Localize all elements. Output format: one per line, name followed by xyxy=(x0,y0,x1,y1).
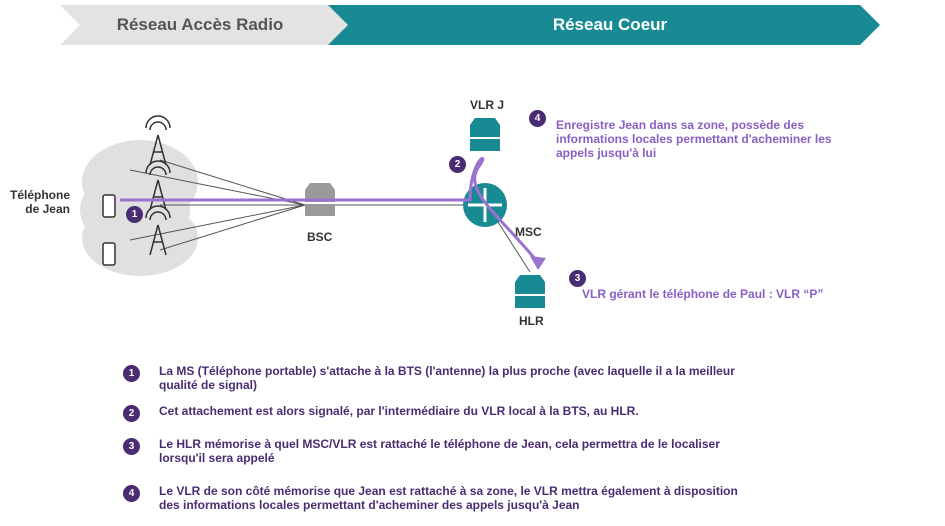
section-banner xyxy=(60,5,880,45)
bsc-label: BSC xyxy=(307,230,333,244)
hlr-server-icon xyxy=(515,275,545,308)
legend-text: Le VLR de son côté mémorise que Jean est… xyxy=(159,484,738,512)
phone-icon xyxy=(102,194,116,266)
legend-text: Le HLR mémorise à quel MSC/VLR est ratta… xyxy=(159,437,720,465)
badge-1: 1 xyxy=(126,206,143,223)
core-network-title: Réseau Coeur xyxy=(552,15,668,34)
antenna-icon xyxy=(145,115,171,256)
msc-label: MSC xyxy=(515,225,542,239)
badge-2: 2 xyxy=(449,156,466,173)
note-vlr: Enregistre Jean dans sa zone, possède de… xyxy=(556,118,832,160)
core-network-banner-shape xyxy=(328,5,880,45)
bts-bsc-links xyxy=(129,159,465,251)
legend-badge: 4 xyxy=(123,485,140,502)
vlr-server-icon xyxy=(470,118,500,151)
legend-text: Cet attachement est alors signalé, par l… xyxy=(159,404,639,418)
legend-badge: 3 xyxy=(123,438,140,455)
badge-3: 3 xyxy=(569,270,586,287)
note-hlr: VLR gérant le téléphone de Paul : VLR “P… xyxy=(582,287,824,301)
legend-badge: 2 xyxy=(123,405,140,422)
phone-label: Téléphone de Jean xyxy=(10,188,71,216)
hlr-label: HLR xyxy=(519,314,544,328)
signaling-arrowhead xyxy=(530,256,546,270)
legend-badge: 1 xyxy=(123,365,140,382)
radio-access-banner-shape xyxy=(60,5,350,45)
badge-4: 4 xyxy=(529,110,546,127)
legend-text: La MS (Téléphone portable) s'attache à l… xyxy=(159,364,735,392)
radio-access-title: Réseau Accès Radio xyxy=(116,15,284,34)
vlr-label: VLR J xyxy=(470,98,505,112)
bsc-server-icon xyxy=(305,183,335,216)
msc-hlr-link xyxy=(497,221,531,273)
signaling-path xyxy=(120,157,542,266)
